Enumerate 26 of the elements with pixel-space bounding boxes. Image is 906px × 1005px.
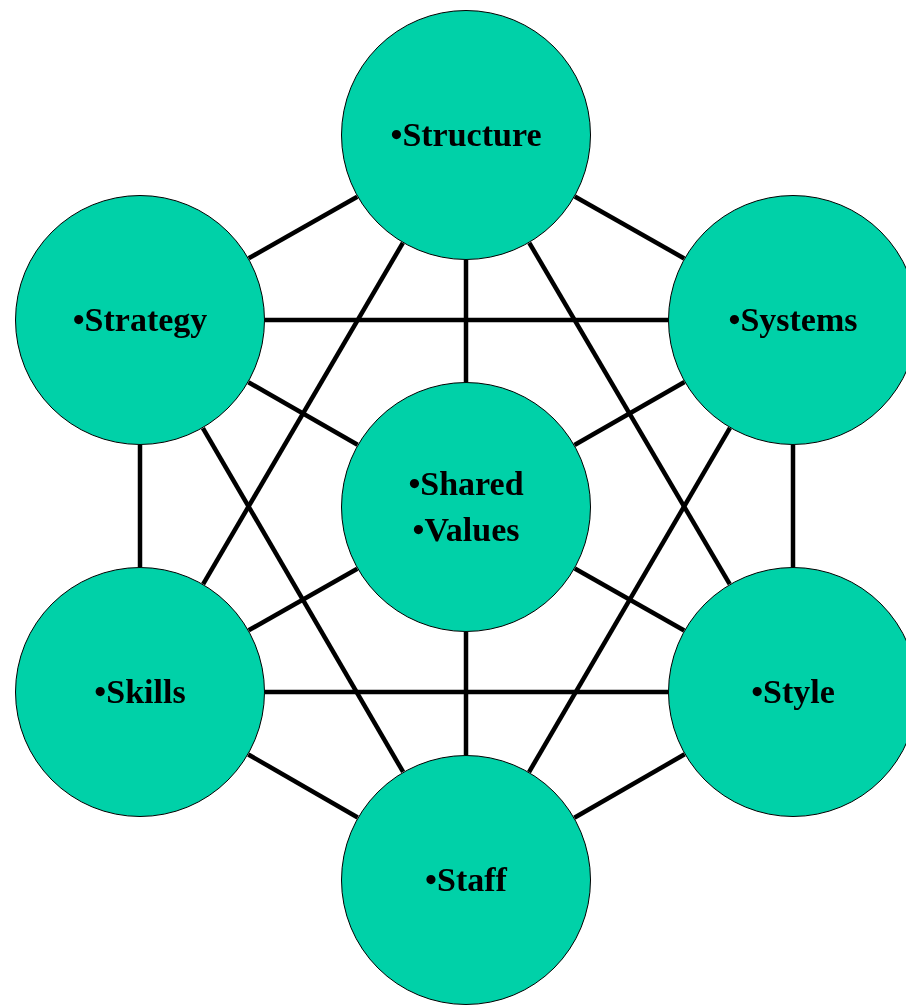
node-label: •Strategy bbox=[72, 299, 208, 340]
connector-line bbox=[527, 241, 732, 586]
node-label: •Skills bbox=[94, 671, 186, 712]
connector-line bbox=[265, 317, 668, 323]
connector-line bbox=[200, 426, 406, 774]
connector-line bbox=[137, 445, 143, 567]
node-label: •Structure bbox=[390, 114, 542, 155]
node-label: •Values bbox=[412, 510, 520, 550]
connector-line bbox=[265, 689, 668, 695]
connector-line bbox=[573, 752, 686, 820]
connector-line bbox=[247, 194, 359, 261]
connector-line bbox=[247, 752, 359, 820]
connector-line bbox=[247, 566, 359, 633]
connector-line bbox=[573, 194, 686, 261]
connector-line bbox=[247, 380, 359, 447]
node-label: •Style bbox=[751, 671, 835, 712]
connector-line bbox=[790, 445, 796, 567]
connector-line bbox=[463, 260, 469, 382]
connector-line bbox=[573, 380, 686, 447]
connector-line bbox=[573, 566, 686, 633]
connector-line bbox=[201, 241, 405, 586]
node-label: •Shared bbox=[408, 463, 524, 504]
node-label: •Systems bbox=[728, 299, 858, 340]
connector-line bbox=[463, 632, 469, 755]
node-label: •Staff bbox=[425, 859, 507, 900]
connector-line bbox=[527, 426, 732, 774]
